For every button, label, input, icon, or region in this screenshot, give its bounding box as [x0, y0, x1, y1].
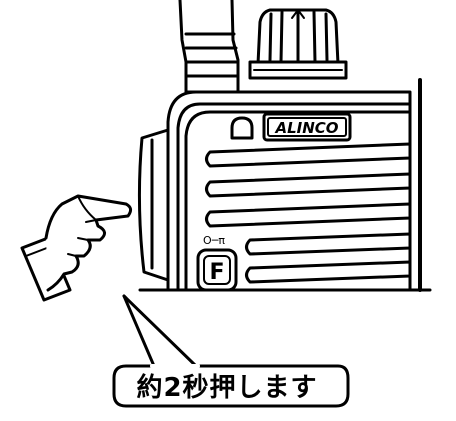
function-key-label: F	[209, 260, 224, 285]
brand-badge	[262, 112, 352, 142]
speaker-grille	[205, 142, 412, 284]
led-indicator	[230, 116, 254, 140]
callout-text: 約2秒押します	[136, 372, 318, 403]
callout-bubble	[112, 294, 350, 408]
function-key	[196, 248, 238, 292]
pointing-hand	[20, 194, 133, 302]
rotary-knob	[248, 8, 348, 80]
brand-label: ALINCO	[274, 119, 338, 137]
key-symbol-label: O─π	[203, 234, 225, 247]
antenna	[178, 0, 240, 94]
